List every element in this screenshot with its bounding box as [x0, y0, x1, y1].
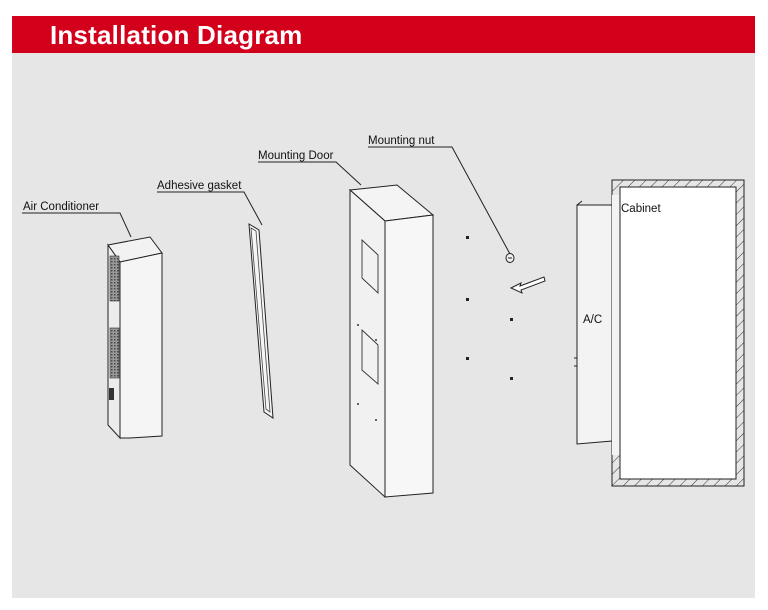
label-air-conditioner: Air Conditioner [23, 201, 99, 213]
door-cutout-lower [361, 328, 379, 385]
mounting-nuts [466, 236, 515, 380]
adhesive-gasket [248, 223, 274, 419]
header-bar: Installation Diagram [12, 16, 755, 53]
lower-grille [109, 327, 120, 379]
control-panel [109, 388, 114, 400]
label-cabinet: Cabinet [621, 203, 661, 215]
label-ac: A/C [583, 314, 602, 326]
mounting-door [348, 184, 435, 499]
direction-arrow [509, 276, 546, 294]
door-cutout-upper [361, 238, 379, 295]
air-conditioner [107, 236, 163, 440]
label-adhesive-gasket: Adhesive gasket [157, 180, 242, 192]
cabinet-assembly [574, 179, 745, 487]
cabinet-interior [619, 186, 737, 480]
label-mounting-nut: Mounting nut [368, 135, 435, 147]
upper-grille [109, 255, 120, 302]
label-mounting-door: Mounting Door [258, 150, 334, 162]
page-title: Installation Diagram [50, 20, 303, 50]
leader-lines [22, 146, 511, 255]
